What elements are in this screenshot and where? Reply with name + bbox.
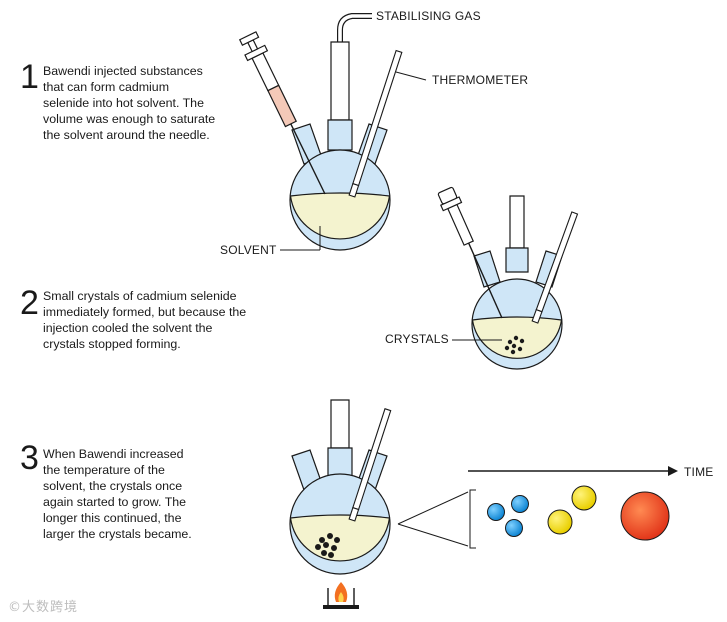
- thermometer-label: THERMOMETER: [432, 73, 529, 87]
- grown-crystals-dots: [315, 533, 340, 558]
- step-1-number: 1: [20, 58, 39, 96]
- syringe-1: [238, 31, 326, 195]
- gas-inlet-tube: [330, 41, 350, 121]
- zoom-lines: [397, 489, 476, 549]
- syringe-2: [437, 186, 503, 319]
- small-crystals-dots: [504, 335, 525, 355]
- small-crystal-icon: [487, 503, 505, 521]
- medium-crystal-icon: [547, 509, 573, 535]
- thermometer-2: [531, 211, 579, 324]
- flask-3: [289, 399, 392, 575]
- thermometer-1: [348, 49, 403, 198]
- step-2-text: Small crystals of cadmium selenide immed…: [43, 289, 247, 351]
- crystals-label: CRYSTALS: [385, 332, 449, 346]
- time-arrow: [468, 466, 678, 476]
- watermark: ©大数跨境: [8, 600, 79, 615]
- flask-3-solvent: [289, 514, 391, 562]
- crystal-growth-sequence: [487, 485, 670, 541]
- thermometer-3: [348, 408, 392, 522]
- solvent-label: SOLVENT: [220, 243, 277, 257]
- burner-flame-icon: [323, 582, 359, 609]
- large-crystal-icon: [620, 491, 670, 541]
- step-1-text: Bawendi injected substances that can for…: [43, 64, 216, 142]
- stabilising-gas-label: STABILISING GAS: [376, 9, 481, 23]
- thermometer-leader: [395, 71, 427, 81]
- small-crystal-icon: [511, 495, 529, 513]
- step-3-text: When Bawendi increased the temperature o…: [43, 447, 192, 541]
- flask-1: [238, 13, 403, 251]
- small-crystal-icon: [505, 519, 523, 537]
- step-2-number: 2: [20, 284, 39, 322]
- step-3-number: 3: [20, 439, 39, 477]
- time-label: TIME: [684, 465, 714, 479]
- flask-1-solvent: [289, 192, 391, 240]
- flask-2: [437, 186, 579, 370]
- medium-crystal-icon: [571, 485, 597, 511]
